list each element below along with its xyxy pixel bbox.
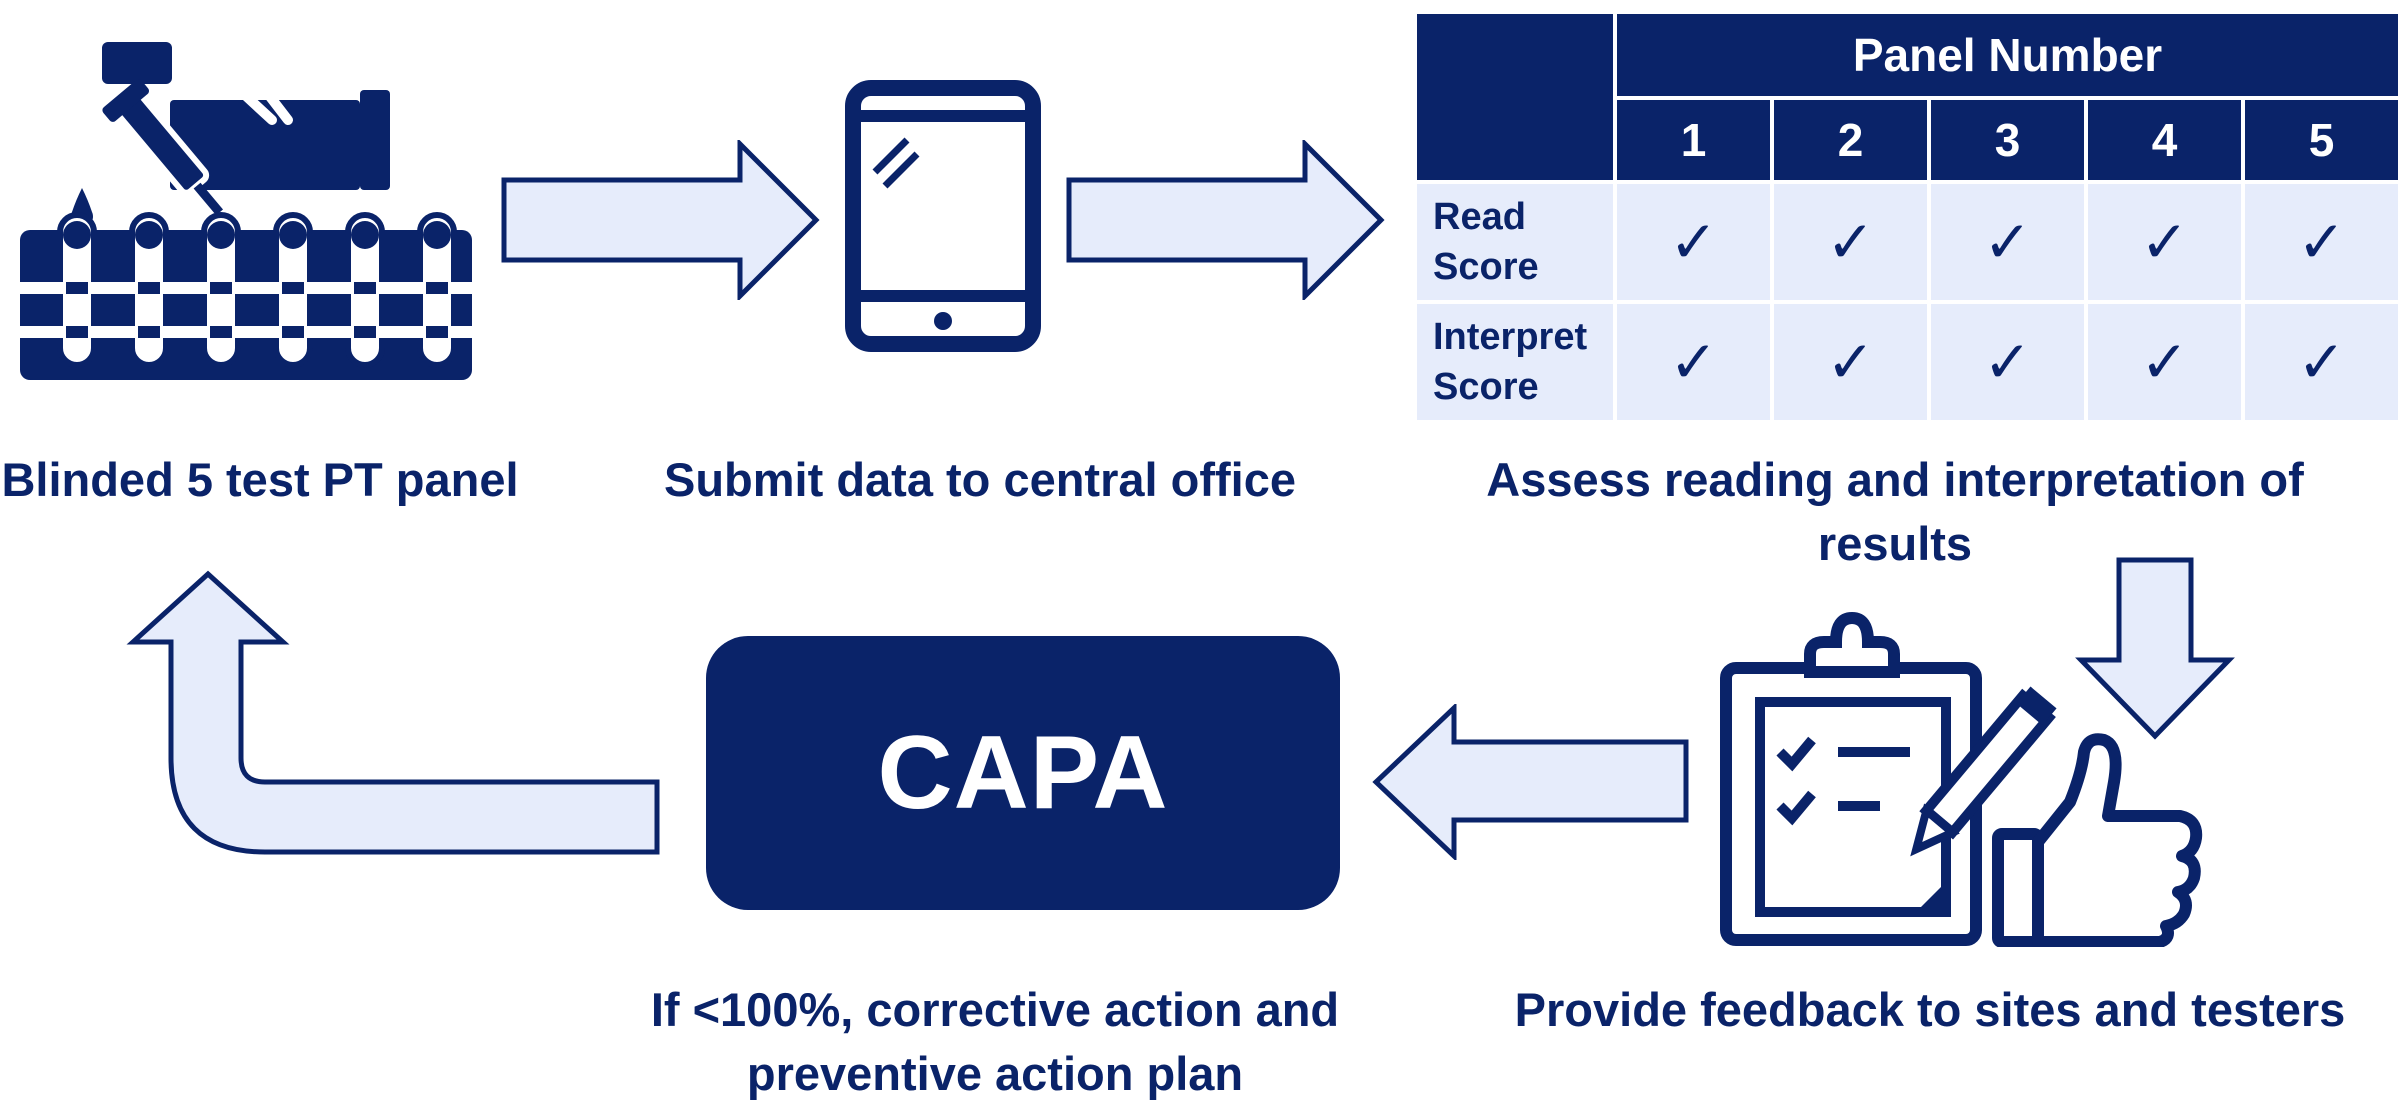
column-header: 1 (1613, 96, 1774, 184)
arrow-left-icon (1370, 704, 1690, 860)
arrow-right-icon (1065, 140, 1385, 300)
column-header: 4 (2084, 96, 2245, 184)
clipboard-thumbs-up-icon (1720, 612, 2210, 947)
column-header: 5 (2240, 96, 2403, 184)
table-row: Read Score ✓ ✓ ✓ ✓ ✓ (1413, 180, 2403, 304)
row-label: Read Score (1413, 180, 1617, 304)
column-header: 3 (1927, 96, 2088, 184)
row-label: Interpret Score (1413, 300, 1617, 424)
check-icon: ✓ (2084, 180, 2245, 304)
check-icon: ✓ (2240, 300, 2403, 424)
caption-blinded-panel: Blinded 5 test PT panel (1, 453, 519, 506)
check-icon: ✓ (2240, 180, 2403, 304)
check-icon: ✓ (2084, 300, 2245, 424)
test-tube-rack-dropper-icon (20, 20, 480, 400)
check-icon: ✓ (1770, 180, 1931, 304)
check-icon: ✓ (1927, 300, 2088, 424)
arrow-down-icon (2075, 556, 2235, 740)
panel-score-table: Panel Number 1 2 3 4 5 Read Score ✓ ✓ ✓ … (1413, 10, 2403, 424)
tablet-icon (845, 80, 1041, 352)
caption-assess-results: Assess reading and interpretation of res… (1486, 453, 2304, 570)
check-icon: ✓ (1770, 300, 1931, 424)
caption-submit-data: Submit data to central office (664, 453, 1296, 506)
caption-corrective-action: If <100%, corrective action and preventi… (650, 983, 1340, 1100)
capa-label: CAPA (877, 714, 1169, 831)
table-header-panel-number: Panel Number (1612, 10, 2403, 100)
table-corner (1413, 10, 1617, 184)
check-icon: ✓ (1613, 180, 1774, 304)
arrow-right-icon (500, 140, 820, 300)
check-icon: ✓ (1613, 300, 1774, 424)
bent-arrow-up-icon (125, 570, 665, 860)
column-header: 2 (1770, 96, 1931, 184)
check-icon: ✓ (1927, 180, 2088, 304)
caption-provide-feedback: Provide feedback to sites and testers (1514, 983, 2346, 1036)
table-row: Interpret Score ✓ ✓ ✓ ✓ ✓ (1413, 300, 2403, 424)
capa-box: CAPA (706, 636, 1340, 910)
